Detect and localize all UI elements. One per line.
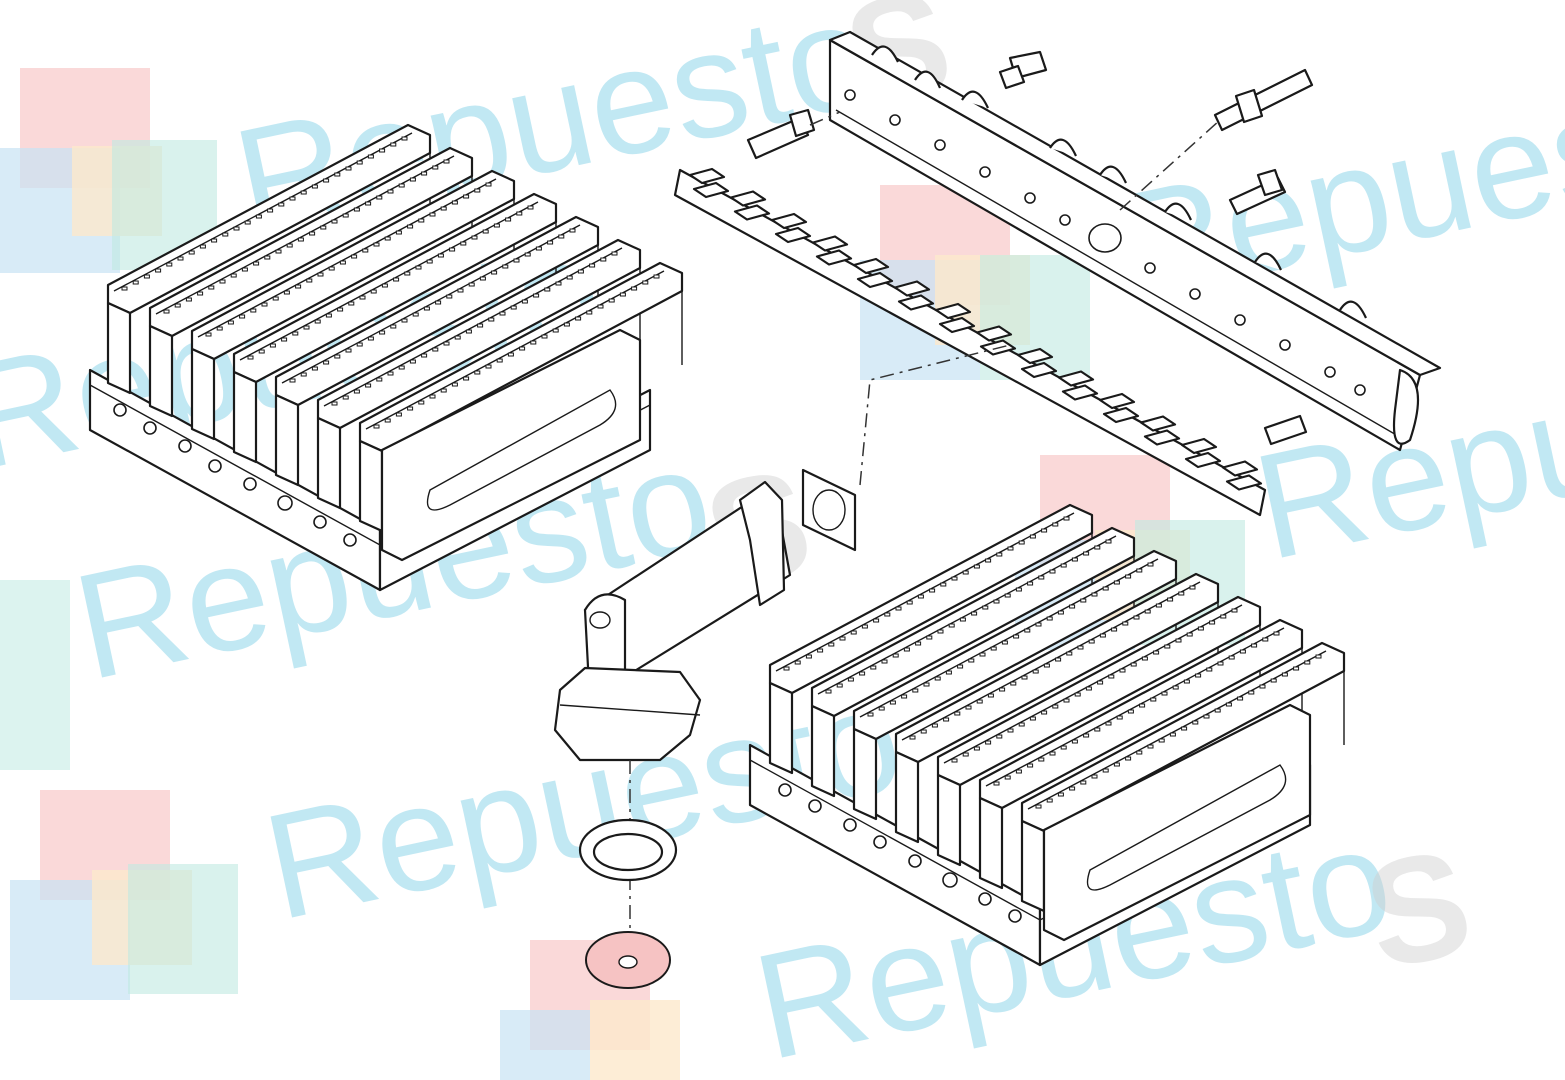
injector-nipple xyxy=(746,108,816,160)
screw-1 xyxy=(998,50,1048,90)
injector-gasket-strip xyxy=(673,167,1267,517)
leader-line-bolt xyxy=(1119,119,1221,211)
gasket-tab xyxy=(852,257,894,289)
gasket-tab xyxy=(1180,437,1222,469)
gasket-tab xyxy=(893,280,935,311)
gasket-tab xyxy=(770,212,812,244)
bolt-long xyxy=(1213,68,1314,132)
gasket-tab xyxy=(811,235,853,266)
gasket-tab xyxy=(1016,347,1058,379)
burner-assembly-right xyxy=(748,503,1346,967)
manifold-bosses xyxy=(871,45,1367,319)
leader-line-gasket xyxy=(859,344,1011,486)
screw-3 xyxy=(1263,414,1308,446)
gas-manifold-bar xyxy=(828,30,1442,452)
gasket-tab xyxy=(934,302,976,334)
manifold-holes xyxy=(844,89,1366,396)
gasket-tab xyxy=(1098,392,1140,424)
watermark-logo-mid-left xyxy=(0,580,70,770)
screw-2 xyxy=(1228,168,1287,216)
watermark-logo-top-left xyxy=(0,68,217,273)
gasket-tab xyxy=(729,190,771,221)
gasket-tab xyxy=(1057,370,1099,401)
gasket-tab xyxy=(1221,460,1263,491)
gas-elbow-fitting xyxy=(553,480,792,762)
gasket-tab xyxy=(688,167,730,199)
o-ring-seal xyxy=(578,818,678,882)
gasket-tab xyxy=(1139,415,1181,446)
burner-assembly-left xyxy=(88,123,684,592)
watermark-s-3: S xyxy=(1352,816,1485,1001)
watermark-logo-bottom-left xyxy=(10,790,238,1000)
gasket-tab xyxy=(975,325,1017,356)
leader-line-injector xyxy=(809,111,841,126)
washer-pink xyxy=(585,931,671,989)
square-gasket xyxy=(801,468,857,552)
